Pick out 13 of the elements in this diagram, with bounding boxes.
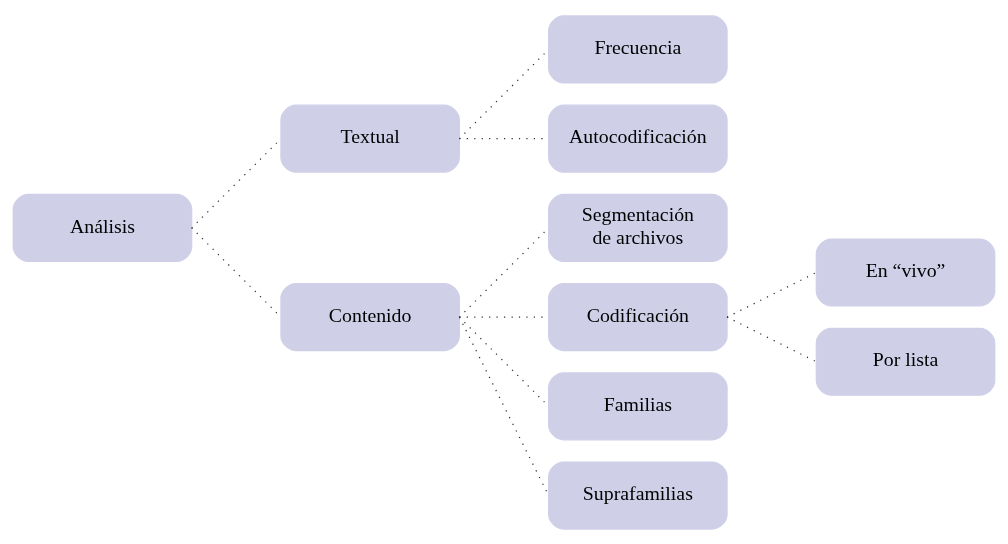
node-box: Segmentación de archivos [548, 193, 728, 262]
node-box: En “vivo” [815, 237, 996, 307]
node-box: Familias [548, 371, 728, 440]
connector [726, 271, 817, 318]
node-box: Codificación [548, 282, 728, 351]
node-box: Textual [280, 104, 460, 173]
node-box: Autocodificación [548, 104, 728, 173]
node-box: Análisis [12, 193, 193, 262]
node-box: Por lista [815, 327, 996, 396]
node-box: Contenido [280, 282, 460, 351]
node-box: Frecuencia [548, 14, 728, 83]
connector [726, 316, 817, 362]
node-box: Suprafamilias [548, 461, 728, 530]
